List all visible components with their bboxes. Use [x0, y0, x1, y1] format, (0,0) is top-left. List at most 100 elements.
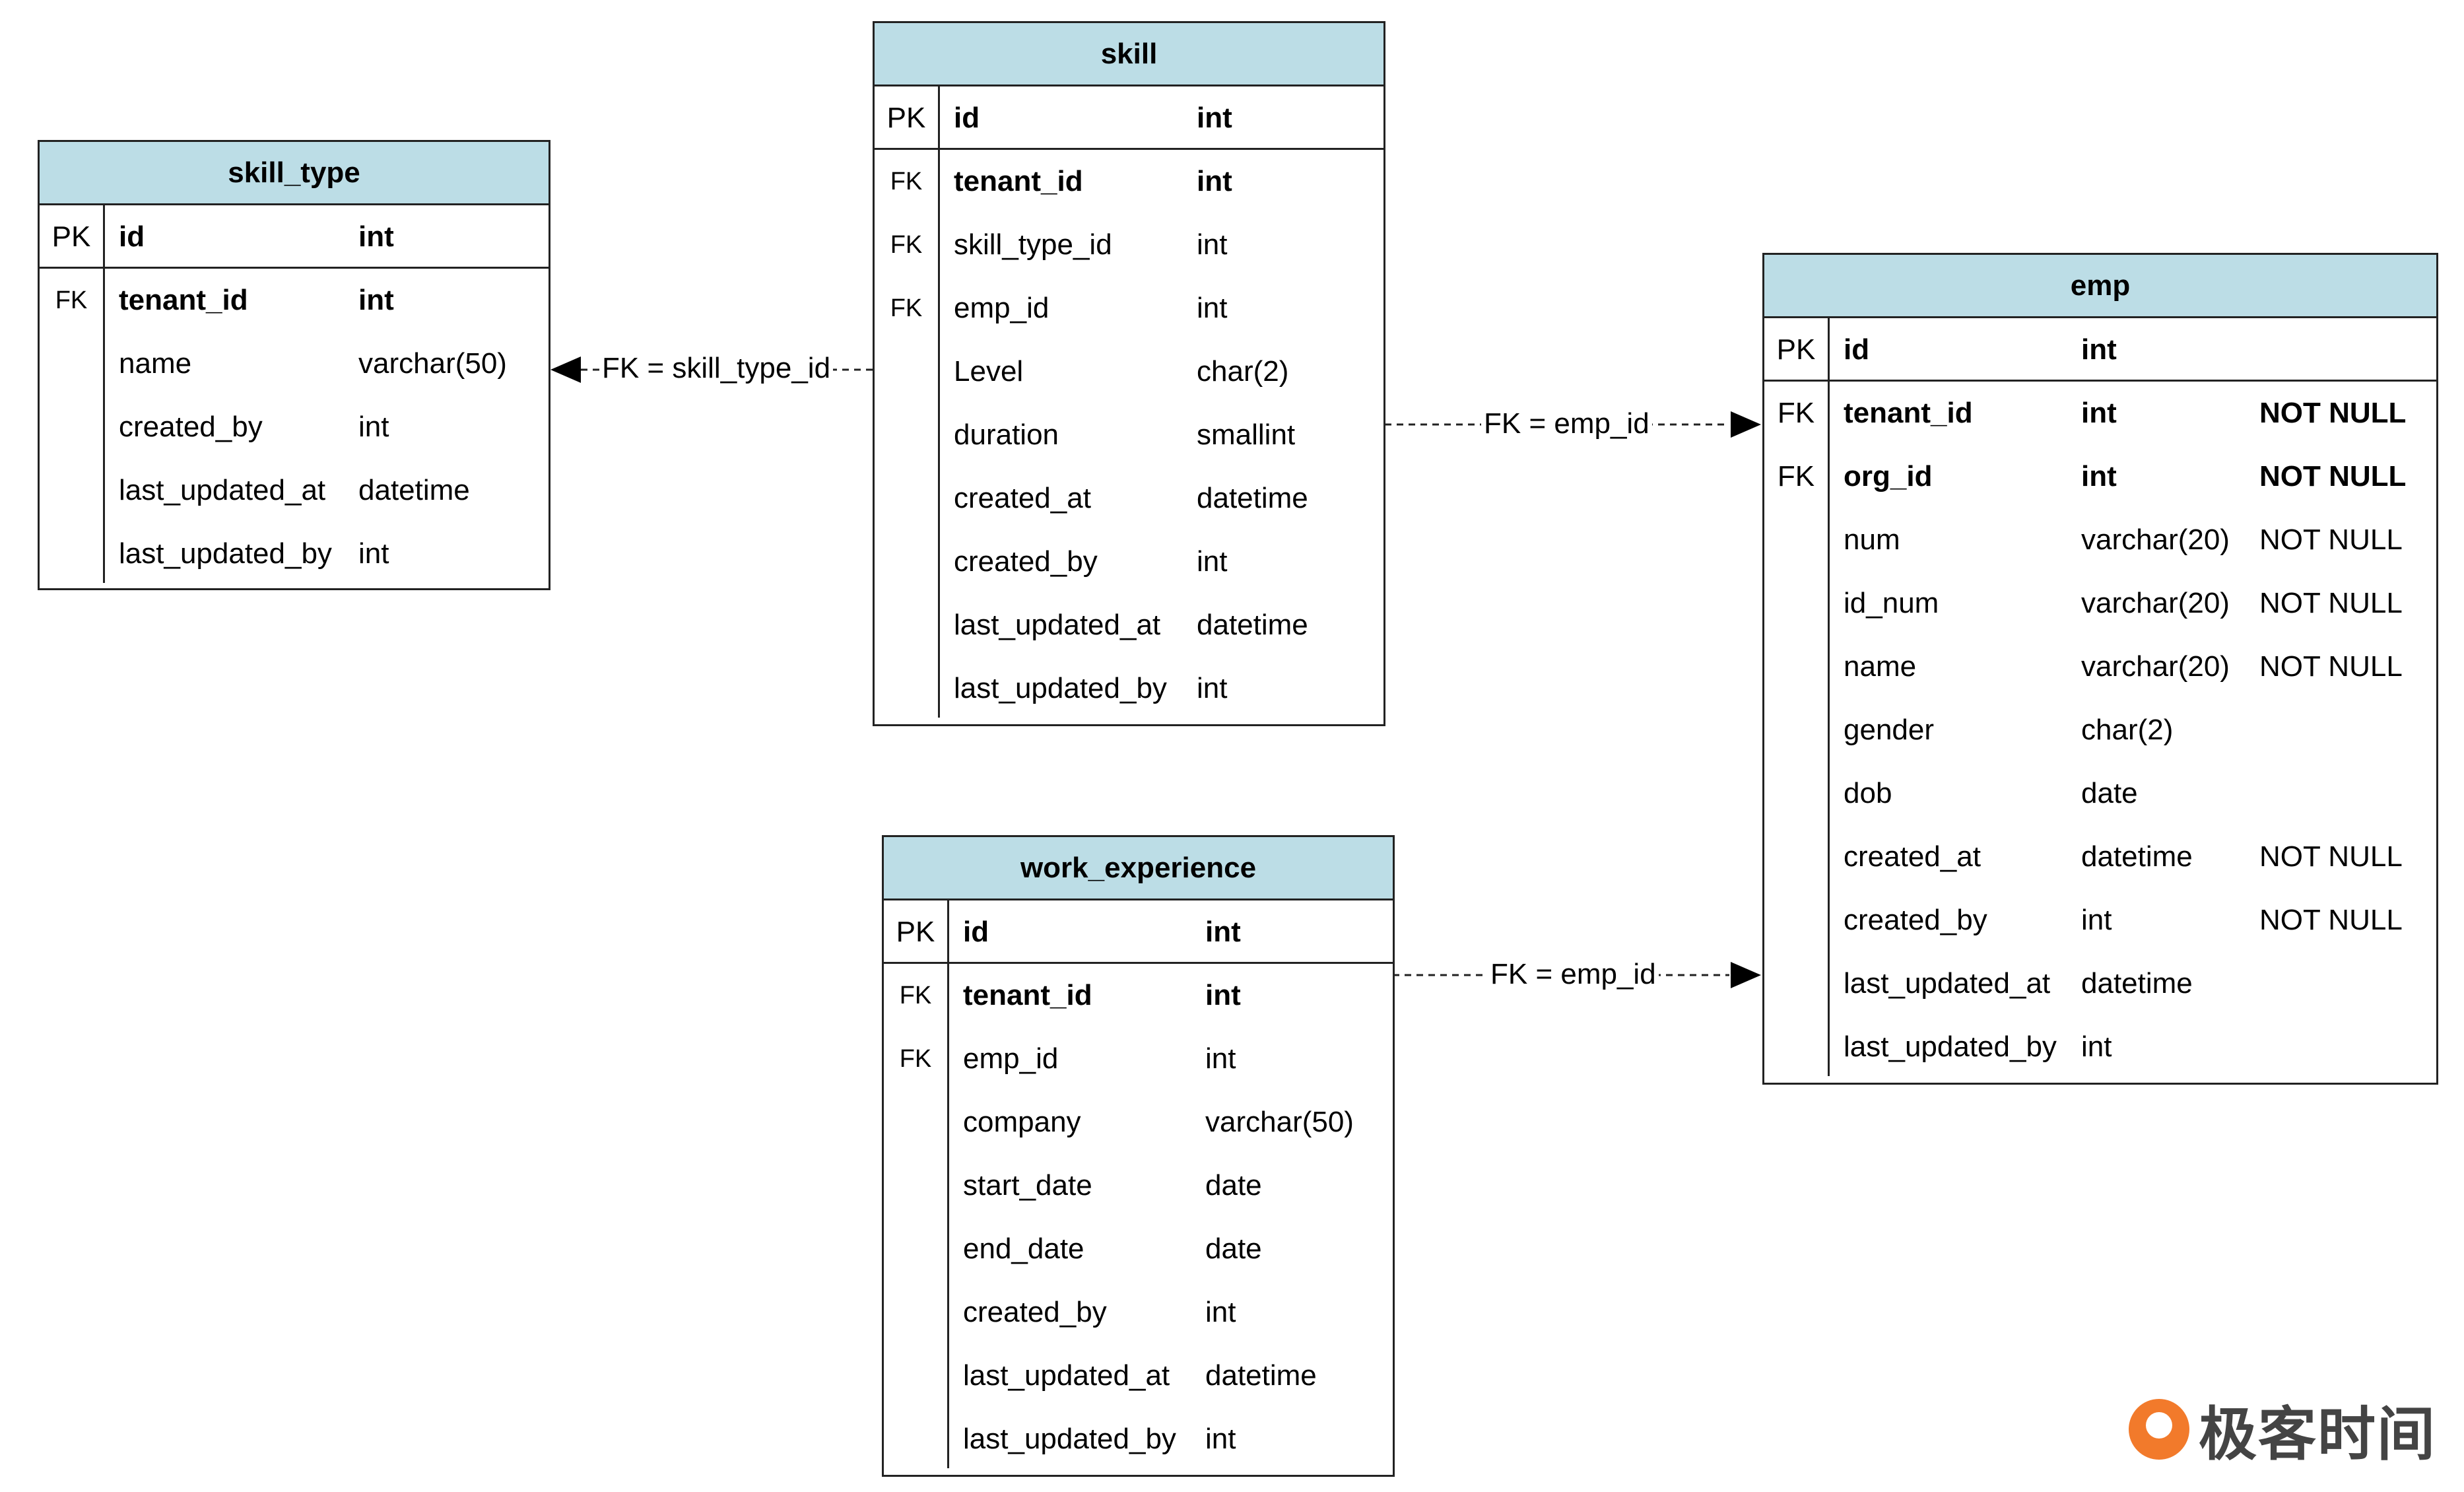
column-type: datetime	[2081, 967, 2193, 1000]
table-title-skill-type: skill_type	[40, 142, 549, 205]
key-label	[875, 657, 938, 720]
column-type: int	[2081, 1031, 2112, 1063]
key-label: FK	[1777, 397, 1815, 429]
column-type: int	[2081, 333, 2117, 366]
column-type: date	[1205, 1233, 1262, 1265]
column-name: id_num	[1844, 587, 1939, 619]
column-type: int	[1205, 916, 1241, 948]
relation-label-work-experience-emp: FK = emp_id	[1488, 957, 1659, 992]
column-constraint: NOT NULL	[2259, 650, 2403, 683]
column-type: int	[2081, 397, 2117, 429]
key-label	[884, 1344, 947, 1407]
column-name: name	[1844, 650, 1917, 683]
column-type: int	[1197, 292, 1228, 324]
key-label: FK	[55, 287, 88, 314]
arrowhead-left-icon	[550, 356, 581, 383]
column-name: last_updated_at	[1844, 967, 2051, 1000]
column-type: date	[2081, 777, 2138, 809]
column-name: org_id	[1844, 460, 1933, 492]
key-label: FK	[1777, 460, 1815, 492]
column-name: created_by	[954, 545, 1098, 578]
column-row: created_by int NOT NULL	[1764, 889, 2436, 952]
column-name: dob	[1844, 777, 1892, 809]
key-label	[1764, 952, 1828, 1015]
column-type: int	[1197, 672, 1228, 704]
column-type: varchar(20)	[2081, 650, 2230, 683]
column-type: int	[1205, 1423, 1236, 1455]
key-label	[40, 395, 103, 459]
column-row: created_by int	[875, 530, 1383, 593]
key-label	[40, 459, 103, 522]
column-name: emp_id	[963, 1042, 1059, 1075]
column-type: int	[358, 537, 389, 570]
column-type: int	[1205, 1296, 1236, 1328]
column-type: int	[1197, 545, 1228, 578]
table-title-work-experience: work_experience	[884, 837, 1393, 900]
key-label	[1764, 698, 1828, 762]
table-title-emp: emp	[1764, 255, 2436, 318]
relation-label-skill-type: FK = skill_type_id	[599, 351, 834, 386]
column-type: int	[2081, 460, 2117, 492]
column-row: FK emp_id int	[875, 277, 1383, 340]
key-label: FK	[890, 231, 923, 259]
column-name: last_updated_at	[119, 474, 326, 506]
key-column-divider	[103, 205, 105, 583]
column-name: name	[119, 347, 192, 380]
column-type: datetime	[1205, 1359, 1317, 1392]
key-label: FK	[890, 294, 923, 322]
key-label	[1764, 762, 1828, 825]
column-name: id	[1844, 333, 1870, 366]
column-name: created_by	[1844, 904, 1987, 936]
key-label	[875, 593, 938, 657]
watermark-text: 极客时间	[2199, 1401, 2437, 1467]
column-type: varchar(20)	[2081, 587, 2230, 619]
column-name: last_updated_at	[954, 609, 1161, 641]
key-label	[1764, 572, 1828, 635]
key-label	[1764, 889, 1828, 952]
column-type: int	[1197, 228, 1228, 261]
column-constraint: NOT NULL	[2259, 840, 2403, 873]
column-name: emp_id	[954, 292, 1049, 324]
column-type: datetime	[1197, 482, 1308, 514]
column-name: tenant_id	[1844, 397, 1973, 429]
column-name: id	[954, 102, 980, 134]
key-label	[875, 467, 938, 530]
column-type: int	[2081, 904, 2112, 936]
key-label	[1764, 508, 1828, 572]
key-label	[884, 1217, 947, 1281]
column-constraint: NOT NULL	[2259, 587, 2403, 619]
key-label	[1764, 825, 1828, 889]
column-name: created_by	[119, 411, 263, 443]
key-label	[884, 1091, 947, 1154]
key-label	[875, 530, 938, 593]
column-name: created_at	[954, 482, 1091, 514]
key-label: FK	[890, 168, 923, 195]
column-row: created_at datetime	[875, 467, 1383, 530]
column-constraint: NOT NULL	[2259, 904, 2403, 936]
column-name: created_at	[1844, 840, 1981, 873]
column-name: tenant_id	[119, 284, 248, 316]
key-column-divider	[1828, 318, 1830, 1076]
column-constraint: NOT NULL	[2259, 460, 2407, 492]
column-row: last_updated_at datetime	[1764, 952, 2436, 1015]
